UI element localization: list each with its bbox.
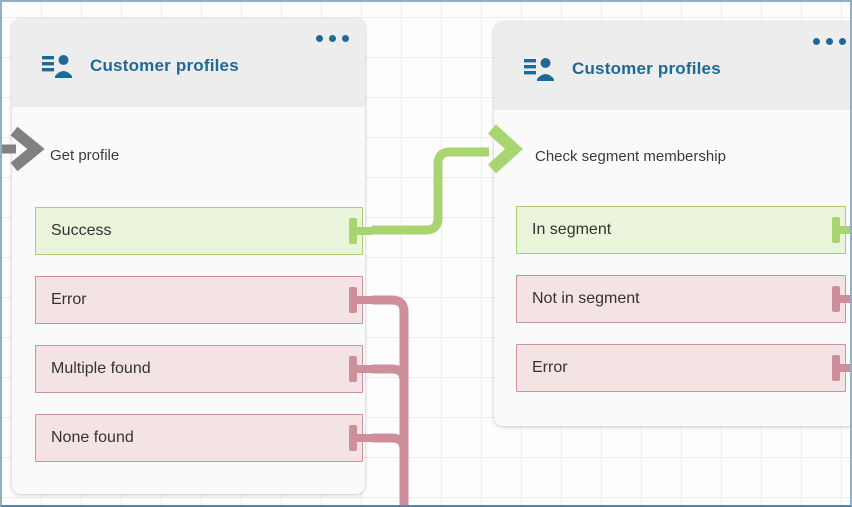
output-port-label: Not in segment	[532, 290, 640, 307]
connector-handle-icon[interactable]	[832, 355, 850, 381]
connector-handle-icon[interactable]	[832, 286, 850, 312]
ellipsis-menu-icon[interactable]	[813, 38, 846, 45]
output-port-multiple-found[interactable]: Multiple found	[35, 345, 372, 393]
wire-multiple-found[interactable]	[372, 364, 409, 507]
output-port-not-in-segment[interactable]: Not in segment	[516, 275, 850, 323]
connector-handle-icon[interactable]	[349, 356, 372, 382]
flow-block-check-segment-membership[interactable]: Customer profiles Check segment membersh…	[494, 22, 850, 426]
output-port-error[interactable]: Error	[516, 344, 850, 392]
wire-arrowhead-icon	[487, 124, 523, 174]
output-port-success[interactable]: Success	[35, 207, 372, 255]
block-action-label: Get profile	[50, 147, 120, 164]
output-port-label: Error	[51, 291, 87, 308]
output-port-in-segment[interactable]: In segment	[516, 206, 850, 254]
block-header[interactable]: Customer profiles	[12, 19, 365, 107]
connector-handle-icon[interactable]	[832, 217, 850, 243]
block-title: Customer profiles	[90, 55, 239, 75]
output-port-error[interactable]: Error	[35, 276, 372, 324]
ellipsis-menu-icon[interactable]	[316, 35, 349, 42]
customer-profiles-icon	[42, 52, 73, 79]
connector-handle-icon[interactable]	[349, 287, 372, 313]
block-action-label: Check segment membership	[535, 148, 726, 165]
connector-handle-icon[interactable]	[349, 218, 372, 244]
output-port-none-found[interactable]: None found	[35, 414, 372, 462]
wire-success[interactable]	[372, 124, 523, 235]
connector-handle-icon[interactable]	[349, 425, 372, 451]
block-header[interactable]: Customer profiles	[494, 22, 850, 110]
output-port-label: In segment	[532, 221, 612, 238]
wire-none-found[interactable]	[372, 433, 409, 507]
output-port-label: None found	[51, 429, 134, 446]
wire-error[interactable]	[372, 295, 409, 507]
flow-block-get-profile[interactable]: Customer profiles Get profile Success Er…	[12, 19, 372, 494]
output-port-label: Success	[51, 222, 112, 239]
output-port-label: Multiple found	[51, 360, 151, 377]
customer-profiles-icon	[524, 55, 555, 82]
block-title: Customer profiles	[572, 58, 721, 78]
output-port-label: Error	[532, 359, 568, 376]
